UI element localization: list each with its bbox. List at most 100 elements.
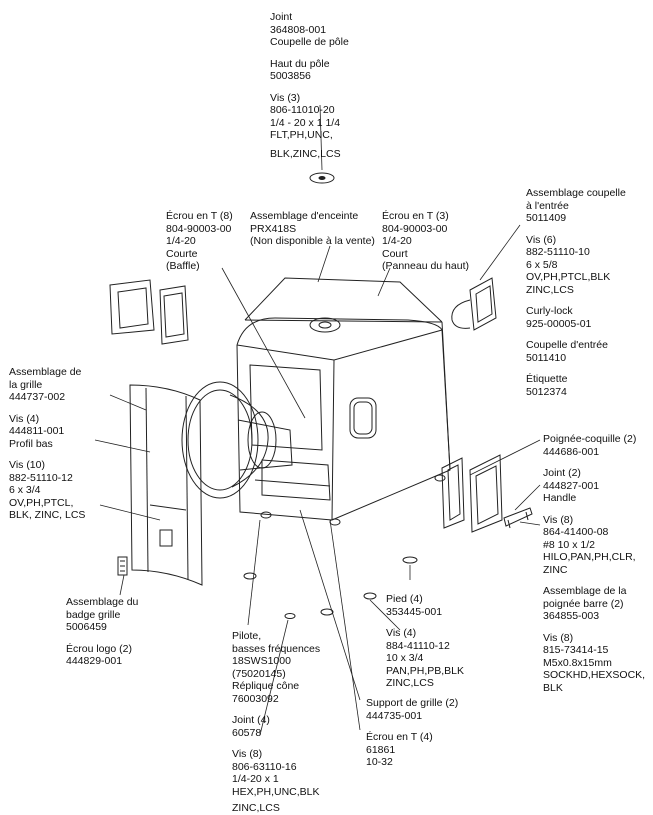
text: OV,PH,PTCL,BLK: [526, 271, 611, 283]
text: 76003092: [232, 692, 279, 705]
text: Assemblage de la: [543, 585, 627, 597]
text: Joint: [270, 11, 293, 23]
text: Handle: [543, 492, 577, 504]
text: 10-32: [366, 756, 393, 768]
text: Poignée-coquille (2): [543, 433, 637, 445]
text: 353445-001: [386, 605, 443, 618]
text: (Panneau du haut): [382, 260, 469, 272]
text: HILO,PAN,PH,CLR,: [543, 551, 636, 563]
text: FLT,PH,UNC,: [270, 129, 333, 141]
handle-cup-left-part: [110, 280, 188, 344]
text: 444735-001: [366, 709, 423, 722]
text: HEX,PH,UNC,BLK: [232, 785, 320, 798]
text: BLK: [543, 681, 563, 694]
text: 5011410: [526, 351, 567, 364]
handle-cup-right-part: [442, 455, 502, 532]
text: Vis (4): [9, 412, 40, 425]
text: 6 x 5/8: [526, 258, 558, 271]
text: SOCKHD,HEXSOCK,: [543, 669, 646, 681]
text: OV,PH,PTCL,: [9, 496, 74, 509]
label-grille: Assemblage de la grille 444737-002 Vis (…: [9, 366, 85, 522]
text: 60578: [232, 726, 262, 739]
text: (Baffle): [166, 260, 200, 272]
woofer-driver-part: [182, 382, 292, 498]
text: 5012374: [526, 385, 567, 398]
bar-handle-part: [504, 508, 532, 528]
text: 10 x 3/4: [386, 652, 424, 664]
text: Étiquette: [526, 373, 568, 385]
text: 1/4-20 x 1: [232, 773, 279, 785]
label-grille-support: Support de grille (2) 444735-001 Écrou e…: [366, 697, 458, 769]
feet-part: [244, 557, 417, 619]
text: 18SWS1000: [232, 655, 291, 667]
text: badge grille: [66, 608, 121, 621]
label-pole-parts: Joint 364808-001 Coupelle de pôle Haut d…: [270, 11, 349, 160]
text: ZINC,LCS: [386, 677, 434, 689]
text: Vis (6): [526, 233, 557, 246]
text: 364808-001: [270, 23, 327, 36]
text: Vis (8): [543, 631, 574, 644]
text: ZINC: [543, 563, 568, 576]
text: PRX418S: [250, 222, 297, 235]
text: la grille: [9, 378, 43, 391]
text: Écrou logo (2): [66, 642, 132, 655]
text: 804-90003-00: [382, 222, 448, 235]
text: Écrou en T (8): [166, 210, 233, 222]
text: 444686-001: [543, 445, 600, 458]
text: 61861: [366, 743, 396, 756]
text: 806-63110-16: [232, 760, 297, 773]
grille-part: [130, 385, 202, 585]
text: Coupelle d'entrée: [526, 339, 608, 351]
text: 884-41110-12: [386, 639, 450, 652]
text: Coupelle de pôle: [270, 36, 349, 48]
text: Assemblage d'enceinte: [250, 210, 359, 222]
text: 5006459: [66, 621, 107, 633]
text: Profil bas: [9, 437, 53, 450]
text: 364855-003: [543, 610, 600, 622]
label-handles: Poignée-coquille (2) 444686-001 Joint (2…: [543, 433, 645, 694]
text: 1/4 - 20 x 1 1/4: [270, 116, 341, 129]
text: Pilote,: [232, 630, 262, 642]
label-input-cup: Assemblage coupelle à l'entrée 5011409 V…: [526, 187, 626, 398]
text: Vis (10): [9, 459, 45, 471]
label-enclosure: Assemblage d'enceinte PRX418S (Non dispo…: [250, 210, 375, 248]
text: Écrou en T (3): [382, 210, 449, 222]
text: 5011409: [526, 212, 567, 224]
pole-cup-part: [310, 173, 334, 183]
text: BLK, ZINC, LCS: [9, 509, 86, 521]
text: Réplique cône: [232, 680, 300, 692]
input-cup-part: [452, 278, 496, 330]
text: Vis (8): [543, 513, 574, 526]
text: 444811-001: [9, 425, 65, 437]
text: 1/4-20: [166, 235, 196, 247]
text: 6 x 3/4: [9, 484, 41, 496]
leader-lines: [95, 105, 540, 735]
label-woofer: Pilote, basses fréquences 18SWS1000 (750…: [232, 630, 320, 815]
label-t-nut-8: Écrou en T (8) 804-90003-00 1/4-20 Court…: [166, 210, 233, 273]
text: Assemblage du: [66, 596, 139, 608]
label-feet: Pied (4) 353445-001 Vis (4) 884-41110-12…: [386, 593, 464, 690]
text: Assemblage coupelle: [526, 187, 626, 199]
text: 5003856: [270, 70, 311, 82]
enclosure-part: [237, 278, 450, 525]
text: basses fréquences: [232, 642, 321, 655]
text: Courte: [166, 247, 198, 260]
text: (Non disponible à la vente): [250, 235, 375, 247]
text: PAN,PH,PB,BLK: [386, 664, 465, 677]
text: Vis (8): [232, 748, 263, 760]
text: Curly-lock: [526, 305, 573, 317]
text: BLK,ZINC,LCS: [270, 147, 341, 160]
text: Haut du pôle: [270, 57, 330, 70]
text: 882-51110-10: [526, 246, 590, 258]
text: #8 10 x 1/2: [543, 538, 595, 551]
label-badge: Assemblage du badge grille 5006459 Écrou…: [66, 596, 138, 668]
text: 815-73414-15: [543, 644, 609, 656]
text: Support de grille (2): [366, 697, 459, 709]
text: Court: [382, 247, 408, 260]
text: à l'entrée: [526, 199, 569, 212]
text: Assemblage de: [9, 366, 82, 378]
text: 804-90003-00: [166, 222, 232, 235]
text: Joint (4): [232, 714, 270, 726]
text: 882-51110-12: [9, 471, 73, 484]
